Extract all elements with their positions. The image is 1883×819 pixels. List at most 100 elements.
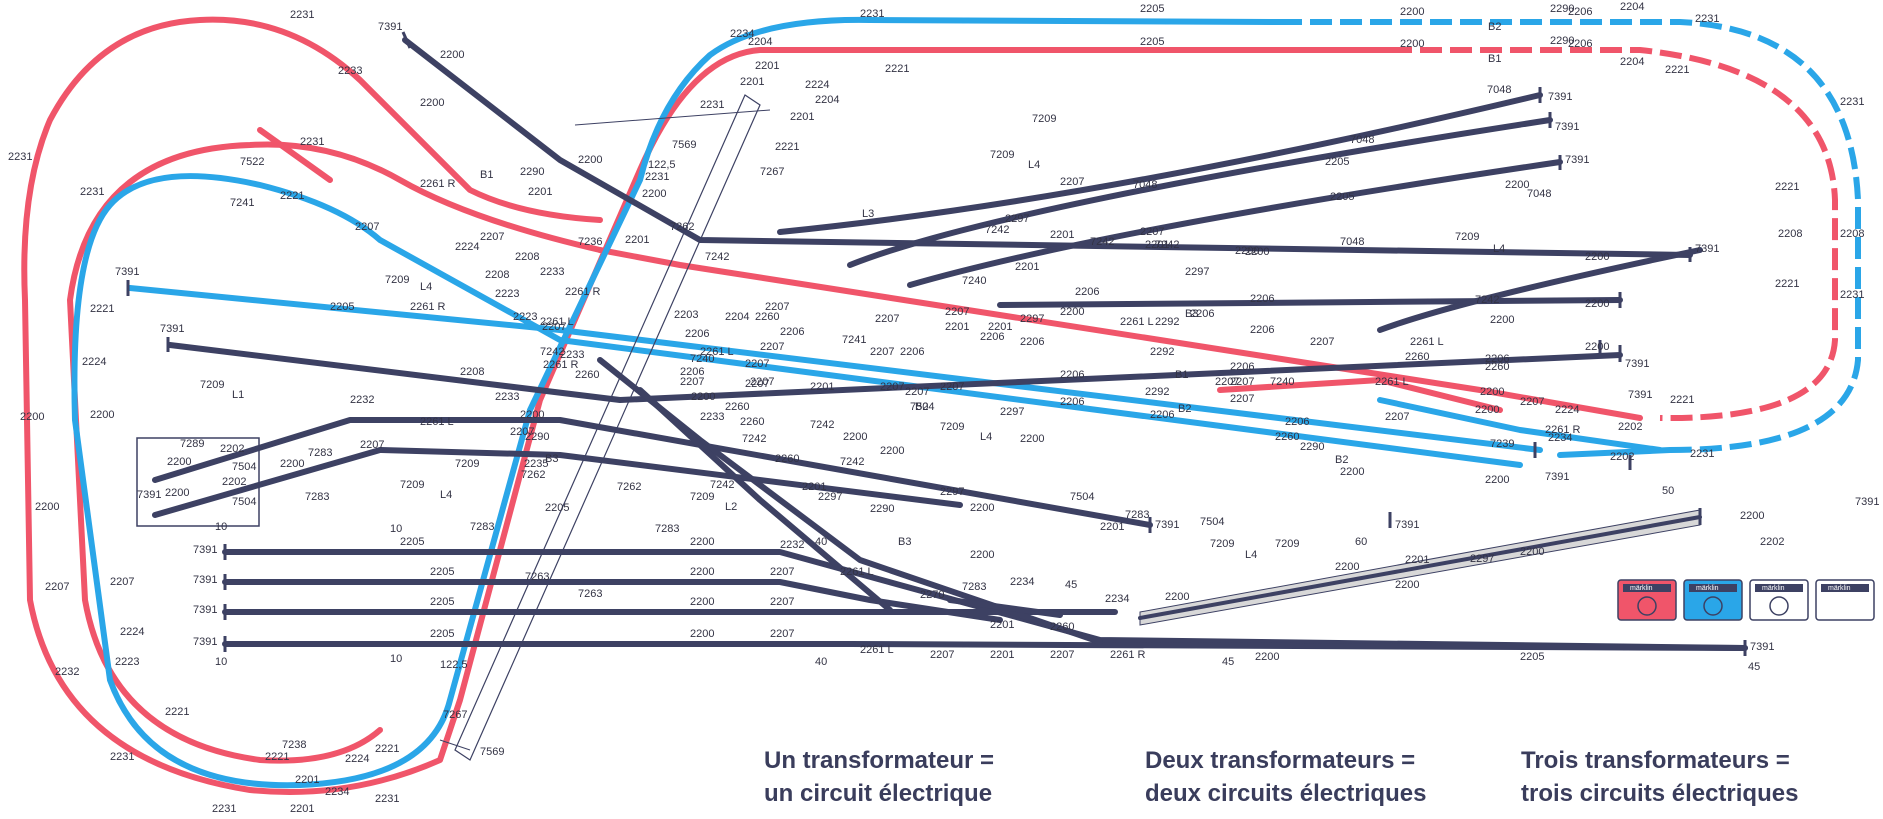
svg-text:7242: 7242 (1475, 294, 1499, 306)
svg-text:2200: 2200 (642, 188, 666, 200)
svg-text:7391: 7391 (193, 636, 217, 648)
svg-text:40: 40 (815, 536, 827, 548)
svg-text:7262: 7262 (617, 481, 641, 493)
svg-text:122,5: 122,5 (648, 159, 676, 171)
svg-text:7240: 7240 (690, 353, 714, 365)
svg-text:2207: 2207 (870, 346, 894, 358)
svg-text:2224: 2224 (345, 753, 369, 765)
svg-text:2204: 2204 (815, 94, 839, 106)
svg-text:2207: 2207 (760, 341, 784, 353)
svg-text:2233: 2233 (495, 391, 519, 403)
svg-text:2200: 2200 (1585, 341, 1609, 353)
svg-text:2260: 2260 (1485, 361, 1509, 373)
svg-text:2200: 2200 (35, 501, 59, 513)
transformer-brand-2: märklin (1696, 585, 1719, 592)
svg-text:2224: 2224 (1555, 404, 1579, 416)
svg-text:2200: 2200 (1335, 561, 1359, 573)
svg-text:2260: 2260 (740, 416, 764, 428)
svg-text:2260: 2260 (1275, 431, 1299, 443)
svg-text:2206: 2206 (680, 366, 704, 378)
svg-text:2224: 2224 (120, 626, 144, 638)
svg-text:7391: 7391 (1750, 641, 1774, 653)
svg-text:2231: 2231 (300, 136, 324, 148)
svg-text:2206: 2206 (685, 328, 709, 340)
svg-text:2231: 2231 (290, 9, 314, 21)
svg-text:2223: 2223 (495, 288, 519, 300)
transformer-blue (1683, 579, 1743, 621)
svg-text:2261 L: 2261 L (420, 416, 454, 428)
svg-text:2231: 2231 (1840, 289, 1864, 301)
track-labels: 2231 2233 2200 2200 2231 2231 2231 2221 … (8, 1, 1864, 815)
svg-text:7391: 7391 (1555, 121, 1579, 133)
svg-text:2221: 2221 (885, 63, 909, 75)
svg-text:B2: B2 (915, 401, 928, 413)
svg-text:2221: 2221 (265, 751, 289, 763)
svg-text:7242: 7242 (705, 251, 729, 263)
svg-text:7209: 7209 (690, 491, 714, 503)
svg-text:7242: 7242 (985, 224, 1009, 236)
svg-text:7048: 7048 (1350, 134, 1374, 146)
svg-text:2200: 2200 (1020, 433, 1044, 445)
svg-text:2200: 2200 (165, 487, 189, 499)
component-labels: 7391 7391 7391 7391 7391 7391 7391 7391 … (115, 21, 1879, 758)
svg-text:2200: 2200 (970, 502, 994, 514)
transformer-white (1749, 579, 1809, 621)
svg-text:2201: 2201 (1405, 554, 1429, 566)
svg-text:2202: 2202 (1618, 421, 1642, 433)
svg-text:2205: 2205 (545, 502, 569, 514)
svg-text:B1: B1 (1175, 369, 1188, 381)
svg-text:2290: 2290 (870, 503, 894, 515)
svg-text:7283: 7283 (962, 581, 986, 593)
svg-text:2201: 2201 (1100, 521, 1124, 533)
svg-text:2206: 2206 (1190, 308, 1214, 320)
svg-text:2200: 2200 (1395, 579, 1419, 591)
svg-text:2200: 2200 (970, 549, 994, 561)
buffer-stops (126, 31, 1747, 656)
svg-text:2297: 2297 (940, 486, 964, 498)
svg-text:2260: 2260 (775, 453, 799, 465)
svg-text:2221: 2221 (375, 743, 399, 755)
svg-text:2207: 2207 (1215, 376, 1239, 388)
svg-text:B3: B3 (1185, 308, 1198, 320)
svg-text:2233: 2233 (560, 349, 584, 361)
svg-text:7391: 7391 (1695, 243, 1719, 255)
svg-text:7238: 7238 (282, 739, 306, 751)
svg-text:7391: 7391 (193, 544, 217, 556)
svg-text:2234: 2234 (325, 786, 349, 798)
transformer-panel: märklin märklin märklin märklin (1617, 579, 1875, 621)
svg-text:2200: 2200 (1490, 314, 1514, 326)
svg-text:2208: 2208 (460, 366, 484, 378)
svg-text:7209: 7209 (1210, 538, 1234, 550)
svg-text:2261 L: 2261 L (1410, 336, 1444, 348)
svg-text:40: 40 (815, 656, 827, 668)
svg-text:2261 L: 2261 L (700, 346, 734, 358)
transformer-brand-3: märklin (1762, 585, 1785, 592)
svg-text:2202: 2202 (220, 443, 244, 455)
svg-text:7267: 7267 (443, 709, 467, 721)
svg-text:60: 60 (1355, 536, 1367, 548)
siding-box (136, 437, 260, 527)
svg-text:2200: 2200 (280, 458, 304, 470)
svg-text:2200: 2200 (1520, 546, 1544, 558)
svg-text:7391: 7391 (1395, 519, 1419, 531)
svg-text:2200: 2200 (1400, 6, 1424, 18)
svg-text:7209: 7209 (1455, 231, 1479, 243)
svg-text:2261 L: 2261 L (1375, 376, 1409, 388)
svg-text:2206: 2206 (1075, 286, 1099, 298)
svg-text:2206: 2206 (1568, 6, 1592, 18)
svg-text:2223: 2223 (513, 311, 537, 323)
svg-text:2290: 2290 (525, 431, 549, 443)
svg-text:2206: 2206 (980, 331, 1004, 343)
svg-text:2200: 2200 (1505, 179, 1529, 191)
svg-text:7391: 7391 (193, 604, 217, 616)
svg-text:2202: 2202 (222, 476, 246, 488)
svg-text:2290: 2290 (1550, 3, 1574, 15)
svg-text:2208: 2208 (1840, 228, 1864, 240)
svg-text:2200: 2200 (1585, 251, 1609, 263)
svg-text:7569: 7569 (480, 746, 504, 758)
svg-text:2231: 2231 (1695, 13, 1719, 25)
svg-text:2232: 2232 (780, 539, 804, 551)
svg-text:2234: 2234 (1105, 593, 1129, 605)
svg-text:2201: 2201 (810, 381, 834, 393)
